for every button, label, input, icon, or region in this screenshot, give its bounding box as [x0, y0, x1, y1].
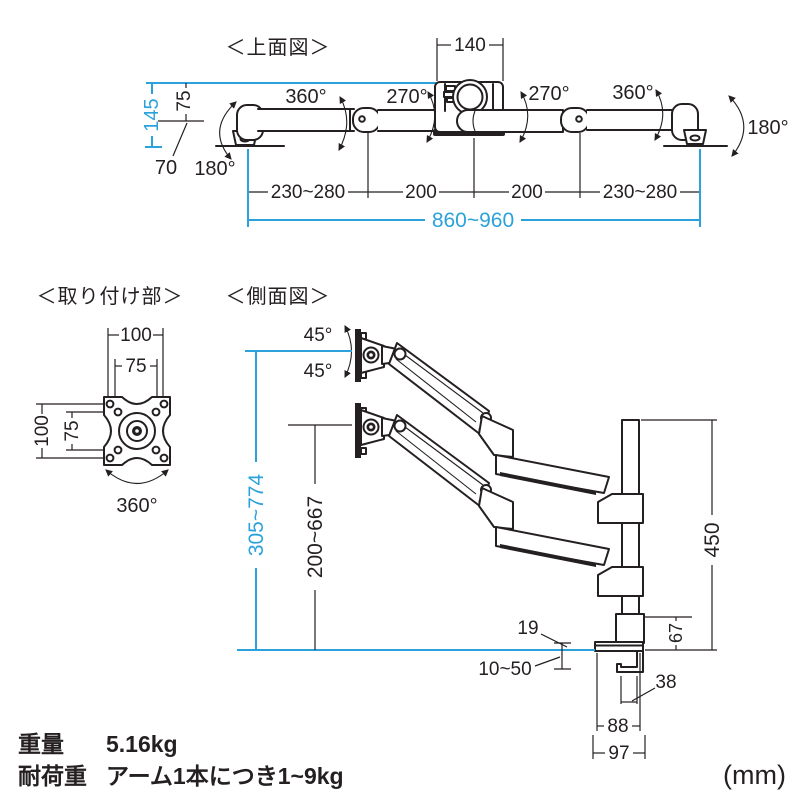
arm-joint-left	[352, 107, 381, 133]
dim-140-label: 140	[454, 35, 486, 56]
vesa-plate-side-lower	[355, 403, 361, 458]
dim-75-h-label: 75	[125, 356, 146, 377]
top-view-title: ＜上面図＞	[226, 36, 331, 59]
mount-rotation-arc: 360°	[105, 469, 169, 517]
dim-145-label: 145	[141, 98, 163, 131]
angle-180-right-label: 180°	[747, 117, 788, 139]
dim-88: 88	[596, 653, 641, 737]
tilt-angles: 45° 45°	[304, 325, 353, 382]
dim-19: 19	[517, 618, 568, 648]
unit-label: (mm)	[723, 760, 786, 790]
dim-200-667-label: 200~667	[304, 496, 327, 578]
arm-tube-center-left	[377, 109, 438, 132]
angle-360-left-label: 360°	[285, 86, 326, 108]
elbow-upper	[478, 415, 514, 458]
upper-arm-assembly	[355, 329, 644, 524]
dim-100-v: 100	[32, 403, 108, 459]
dim-305-774: 305~774	[245, 350, 352, 650]
vesa-screw-holes	[105, 399, 169, 463]
arm-tube-left	[257, 108, 355, 132]
dim-200-left-label: 200	[405, 182, 437, 203]
dim-860-960: 860~960	[247, 149, 701, 232]
rotation-arrows-top	[338, 89, 745, 157]
dim-70-label: 70	[155, 157, 177, 179]
dim-230-280-left-label: 230~280	[271, 182, 346, 203]
dim-75-top-label: 75	[174, 90, 195, 111]
dim-860-960-label: 860~960	[432, 209, 514, 232]
side-view: ＜側面図＞ 45° 45°	[226, 285, 725, 764]
lower-beam-upper	[495, 454, 610, 494]
dim-305-774-label: 305~774	[245, 474, 268, 557]
dim-67: 67	[644, 616, 692, 650]
dim-70: 70	[155, 122, 188, 179]
dim-10-50: 10~50	[478, 642, 571, 680]
right-monitor-mount-top	[663, 103, 728, 147]
top-view: ＜上面図＞ 140 145 75 70	[141, 35, 789, 232]
lower-beam-lower	[495, 526, 610, 566]
dim-97-label: 97	[608, 743, 629, 764]
dim-200-667: 200~667	[288, 424, 352, 650]
spec-block: 重量 5.16kg 耐荷重 アーム1本につき1~9kg (mm)	[18, 731, 786, 790]
desk-clamp	[594, 613, 645, 673]
dim-100-h: 100	[107, 325, 164, 398]
dim-38: 38	[620, 672, 677, 704]
angle-180-left: 180°	[194, 101, 237, 180]
clamp-jaw	[616, 650, 644, 673]
pole-ring-lower	[597, 566, 644, 597]
load-value: アーム1本につき1~9kg	[106, 763, 344, 789]
dim-19-label: 19	[517, 618, 538, 639]
lower-arm-assembly	[355, 403, 644, 597]
dim-145: 145	[141, 82, 436, 148]
weight-label: 重量	[18, 731, 64, 757]
angle-270-right-label: 270°	[528, 83, 569, 105]
angle-270-left-label: 270°	[386, 86, 427, 108]
pole-ring-upper	[597, 493, 644, 524]
vesa-plate	[103, 396, 171, 466]
dim-67-label: 67	[666, 623, 686, 643]
dim-10-50-label: 10~50	[478, 659, 531, 680]
dim-140: 140	[436, 35, 504, 81]
elbow-lower	[478, 487, 514, 530]
mount-angle-360-label: 360°	[116, 495, 157, 517]
dim-450: 450	[641, 419, 724, 651]
load-label: 耐荷重	[18, 763, 87, 789]
clamp-body	[615, 613, 645, 644]
arm-tube-center-front	[456, 109, 564, 133]
dim-38-label: 38	[655, 672, 676, 693]
angle-45-down-label: 45°	[304, 361, 333, 382]
angle-180-left-label: 180°	[194, 158, 235, 180]
dim-100-h-label: 100	[120, 325, 152, 346]
dim-97: 97	[592, 735, 646, 764]
side-view-title: ＜側面図＞	[226, 285, 331, 308]
mount-view-title: ＜取り付け部＞	[37, 285, 184, 308]
dim-88-label: 88	[607, 716, 628, 737]
dim-450-label: 450	[701, 522, 724, 557]
weight-value: 5.16kg	[106, 731, 178, 757]
arm-joint-right	[560, 107, 590, 133]
angle-45-up-label: 45°	[304, 325, 333, 346]
dim-75-v-label: 75	[62, 420, 83, 441]
dim-230-280-right-label: 230~280	[603, 182, 678, 203]
dim-200-right-label: 200	[511, 182, 543, 203]
left-monitor-mount-top	[215, 104, 285, 147]
dim-75-top: 75	[158, 83, 204, 122]
vesa-plate-side-upper	[355, 329, 361, 382]
angle-360-right-label: 360°	[612, 82, 653, 104]
dim-100-v-label: 100	[32, 415, 53, 447]
dim-row-segments: 230~280 200 200 230~280	[248, 133, 700, 203]
mount-part-view: ＜取り付け部＞ 100 75 100	[32, 285, 184, 517]
